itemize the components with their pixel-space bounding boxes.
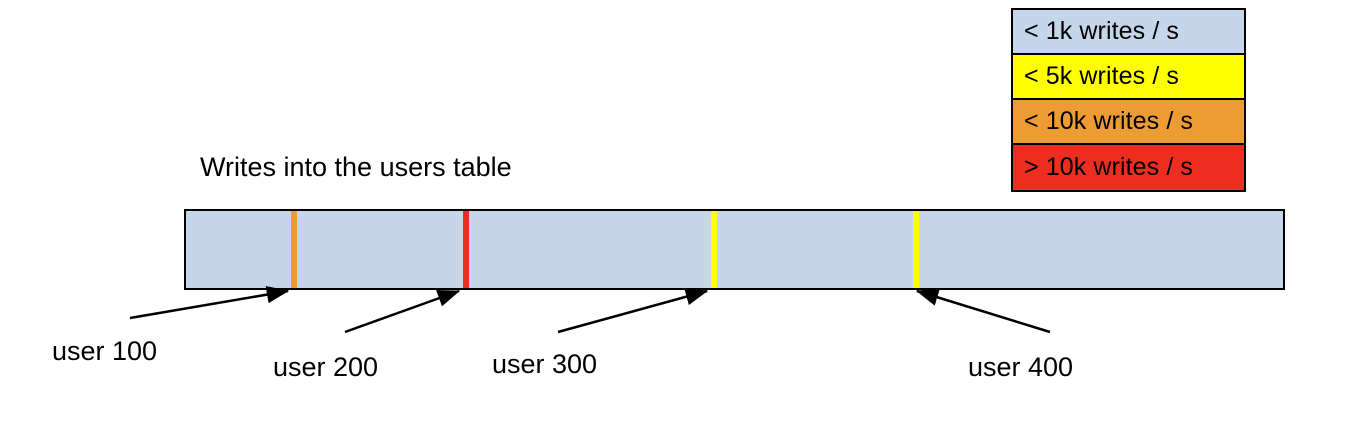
users-table-bar <box>184 209 1285 290</box>
arrow-user-300 <box>557 288 709 334</box>
label-user-100: user 100 <box>52 336 158 366</box>
legend-row-lt-1k: < 1k writes / s <box>1013 10 1244 55</box>
arrow-user-200 <box>344 289 461 334</box>
legend: < 1k writes / s < 5k writes / s < 10k wr… <box>1011 8 1246 192</box>
bar-marker-user-400 <box>913 211 919 288</box>
arrow-user-400 <box>915 288 1051 334</box>
legend-row-lt-5k: < 5k writes / s <box>1013 55 1244 100</box>
legend-label-gt-10k: > 10k writes / s <box>1024 153 1194 181</box>
bar-marker-user-200 <box>463 211 469 288</box>
legend-row-gt-10k: > 10k writes / s <box>1013 145 1244 190</box>
arrow-user-100 <box>129 285 290 320</box>
label-user-200: user 200 <box>273 352 379 382</box>
legend-label-lt-10k: < 10k writes / s <box>1024 107 1194 135</box>
label-user-400: user 400 <box>968 352 1074 382</box>
legend-label-lt-1k: < 1k writes / s <box>1024 17 1180 45</box>
legend-label-lt-5k: < 5k writes / s <box>1024 62 1180 90</box>
legend-row-lt-10k: < 10k writes / s <box>1013 100 1244 145</box>
bar-marker-user-300 <box>711 211 717 288</box>
label-user-300: user 300 <box>492 349 598 379</box>
bar-marker-user-100 <box>291 211 297 288</box>
chart-title: Writes into the users table <box>200 152 512 182</box>
